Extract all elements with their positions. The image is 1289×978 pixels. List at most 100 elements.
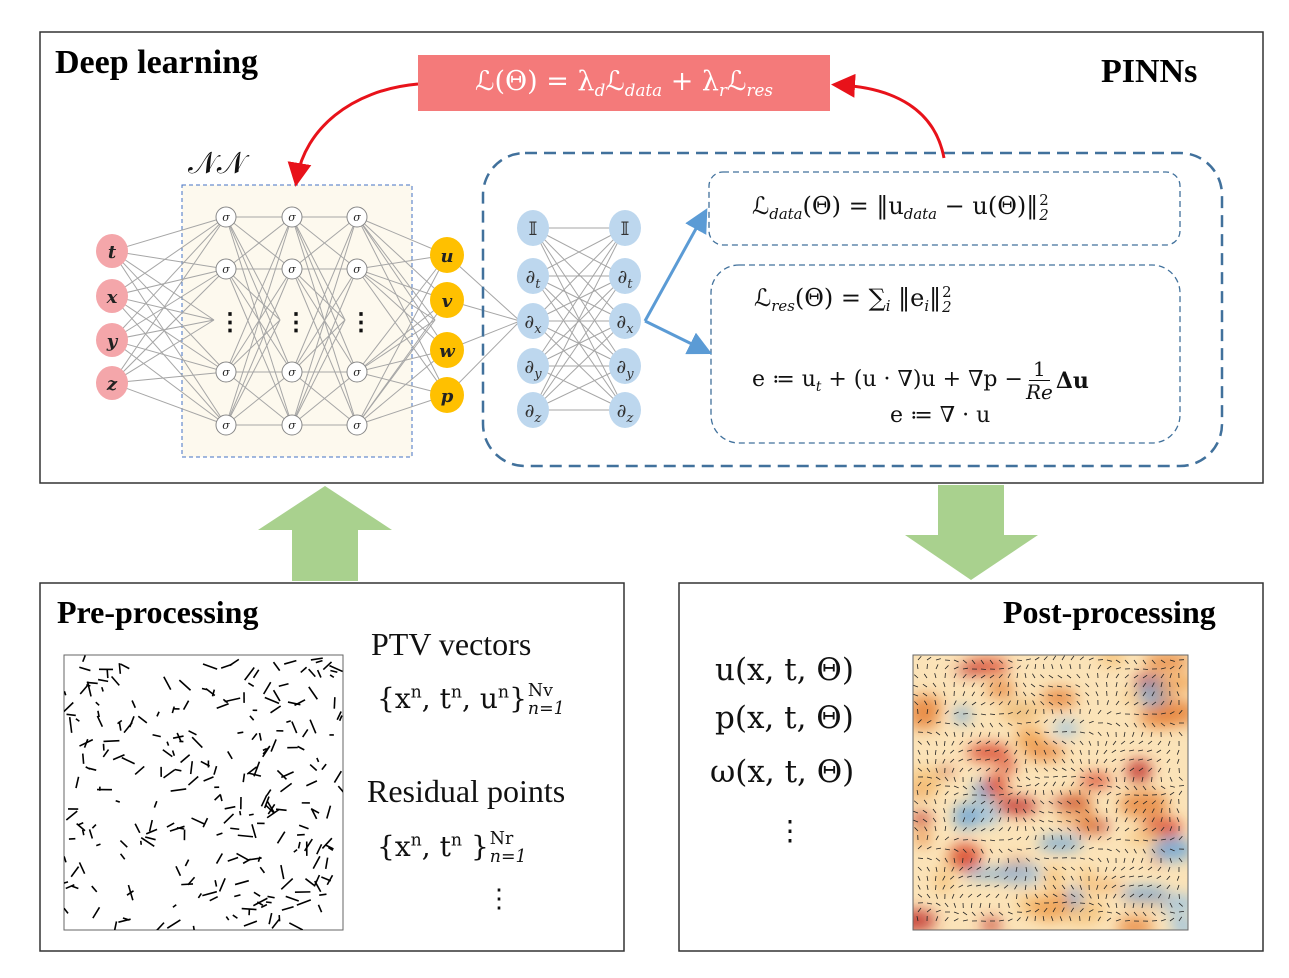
velocity-arrow	[1079, 857, 1085, 860]
velocity-arrow	[1111, 875, 1117, 880]
velocity-arrow	[1133, 722, 1137, 728]
ptv-vector	[298, 824, 309, 830]
nn-edge	[225, 216, 293, 426]
output-node-w-circle	[430, 332, 464, 368]
ptv-vector	[246, 766, 258, 775]
velocity-arrow	[935, 658, 941, 661]
velocity-arrow	[1160, 793, 1166, 796]
velocity-arrow	[1043, 749, 1047, 755]
velocity-arrow	[1043, 731, 1050, 733]
post-processing-title: Post-processing	[1003, 594, 1216, 630]
velocity-arrow	[926, 835, 929, 841]
vortex-blob	[952, 803, 980, 830]
velocity-arrow	[926, 740, 930, 746]
velocity-arrow	[1030, 818, 1036, 823]
ptv-vector	[326, 874, 334, 886]
velocity-arrow	[1025, 658, 1031, 661]
velocity-arrow	[1034, 709, 1037, 715]
velocity-arrow	[1061, 884, 1066, 890]
velocity-arrow	[1124, 920, 1131, 922]
nn-edge	[532, 275, 626, 322]
nn-edge	[225, 371, 293, 426]
math-subscript: d	[594, 79, 606, 100]
velocity-arrow	[1057, 685, 1063, 688]
velocity-arrow	[1178, 857, 1183, 863]
velocity-arrow	[1061, 907, 1065, 913]
ptv-vector	[303, 838, 313, 852]
velocity-arrow	[989, 722, 994, 728]
velocity-arrow	[932, 817, 937, 823]
velocity-arrow	[1142, 808, 1147, 814]
velocity-arrow	[978, 731, 982, 737]
derivative-node: ∂x	[609, 303, 641, 339]
velocity-arrow	[1160, 902, 1163, 909]
ptv-vector	[280, 878, 294, 890]
velocity-arrow	[1079, 866, 1084, 872]
math-term: {x	[377, 682, 411, 715]
velocity-arrow	[1016, 767, 1018, 774]
velocity-arrow	[971, 817, 976, 823]
velocity-arrow	[980, 702, 986, 706]
ptv-vector	[145, 828, 158, 835]
velocity-arrow	[976, 866, 982, 870]
velocity-arrow	[1176, 682, 1180, 688]
ptv-vector	[97, 710, 100, 718]
flow-field-image	[913, 655, 1188, 930]
down-arrow	[905, 485, 1038, 580]
velocity-arrow	[1160, 659, 1166, 664]
velocity-arrow	[1097, 731, 1102, 737]
velocity-arrow	[1097, 784, 1104, 787]
vortex-blob	[986, 680, 1015, 699]
ptv-vector	[288, 922, 304, 930]
ptv-vector	[96, 715, 104, 728]
velocity-arrow	[1133, 828, 1139, 832]
ptv-vector	[241, 907, 257, 911]
velocity-arrow	[1133, 682, 1138, 688]
math-subscript: i	[885, 297, 891, 316]
velocity-arrow	[1007, 838, 1013, 841]
velocity-arrow	[1034, 893, 1039, 899]
velocity-arrow	[1034, 782, 1040, 787]
velocity-arrow	[1120, 875, 1126, 878]
velocity-arrow	[1178, 910, 1185, 913]
ptv-vector	[248, 813, 254, 816]
velocity-arrow	[1147, 740, 1153, 745]
input-node-y: y	[96, 323, 128, 357]
velocity-arrow	[1070, 893, 1076, 898]
velocity-arrow	[1034, 908, 1040, 913]
nn-edge	[111, 216, 227, 252]
ptv-vector	[156, 711, 160, 717]
velocity-arrow	[1052, 775, 1059, 778]
velocity-arrow	[1003, 875, 1009, 880]
math-subscript: n=1	[527, 698, 565, 719]
velocity-arrow	[1069, 664, 1072, 670]
ptv-vector	[127, 884, 134, 901]
hidden-neuron: σ	[281, 414, 303, 436]
derivative-node-circle	[517, 303, 549, 339]
velocity-arrow	[1048, 811, 1054, 814]
ptv-vector	[336, 711, 342, 721]
velocity-arrows	[913, 655, 1185, 922]
ptv-vector	[64, 881, 69, 884]
ptv-vector	[314, 880, 322, 893]
ptv-vector	[171, 706, 175, 714]
hidden-neuron-circle	[281, 414, 303, 436]
velocity-arrow	[1076, 700, 1081, 706]
velocity-arrow	[1016, 902, 1021, 908]
derivative-node-circle	[609, 210, 641, 246]
velocity-arrow	[1178, 790, 1183, 796]
vortex-blob	[913, 812, 932, 826]
velocity-arrow	[1160, 799, 1165, 805]
math-superscript: Nv	[527, 681, 553, 702]
derivative-node-circle	[609, 348, 641, 384]
velocity-arrow	[1016, 659, 1023, 662]
ptv-vector	[112, 754, 125, 761]
velocity-arrow	[1076, 800, 1081, 805]
velocity-arrow	[953, 792, 959, 796]
velocity-arrow	[1106, 826, 1110, 832]
velocity-arrow	[935, 767, 938, 773]
velocity-arrow	[953, 848, 959, 852]
velocity-arrow	[1103, 758, 1108, 764]
velocity-arrow	[1034, 846, 1040, 850]
ptv-vector	[209, 896, 219, 902]
